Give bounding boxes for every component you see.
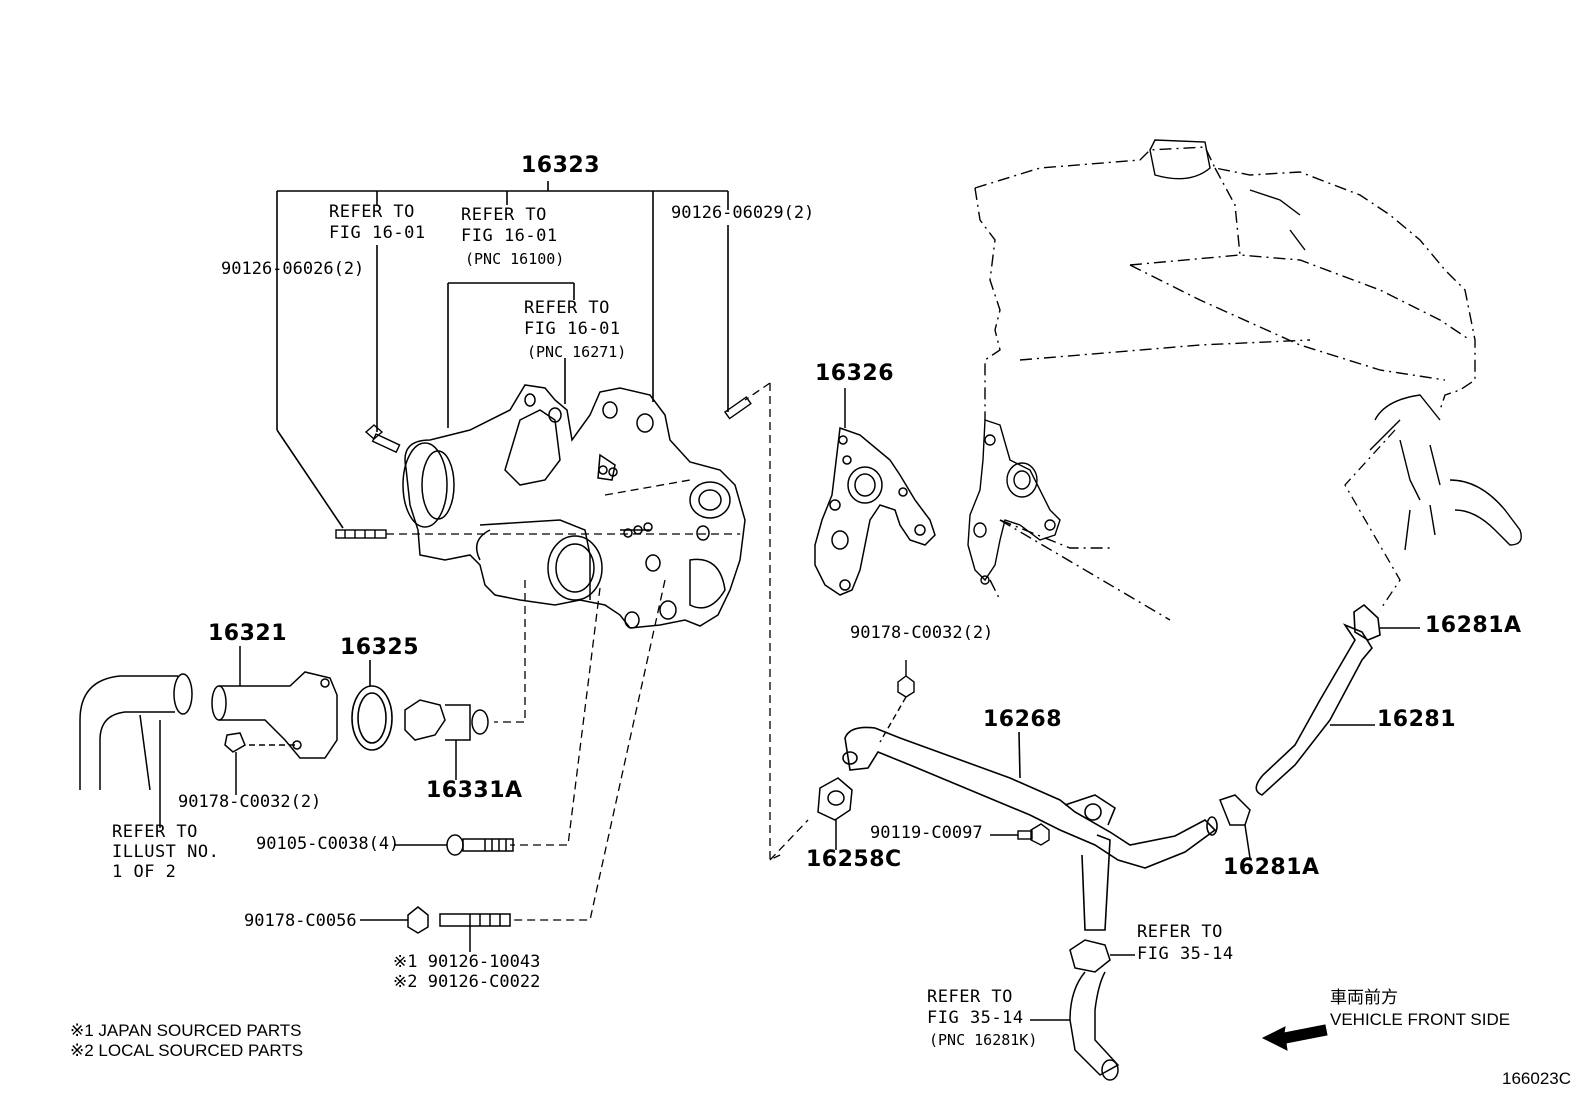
bolt-90105-c0038	[394, 834, 514, 856]
label-16321: 16321	[208, 621, 288, 646]
bracket-16323	[276, 181, 729, 529]
gasket-16326	[814, 388, 936, 596]
engine-block-flange	[967, 419, 1061, 585]
label-16281a-top: 16281A	[1425, 613, 1522, 638]
pump-stud-bolts	[335, 396, 752, 539]
nut-90178-c0056	[360, 906, 429, 934]
label-16258c: 16258C	[806, 847, 902, 872]
thermostat-16331a	[404, 699, 489, 780]
label-90178-c0056: 90178-C0056	[244, 911, 357, 931]
note-local-sourced: ※2 LOCAL SOURCED PARTS	[70, 1041, 304, 1060]
pipe-16268	[842, 726, 1218, 931]
label-90126-10043: ※1 90126-10043	[393, 952, 541, 972]
nut-90178-c0032-right	[879, 660, 915, 743]
label-16331a: 16331A	[426, 778, 523, 803]
label-16323: 16323	[521, 153, 601, 178]
ref5-line2: FIG 35-14	[1137, 944, 1234, 964]
gasket-16258c	[817, 777, 853, 850]
gasket-ring-16325	[351, 660, 393, 751]
label-16268: 16268	[983, 707, 1063, 732]
ref1-line2: FIG 16-01	[329, 223, 426, 243]
label-90126-06026: 90126-06026(2)	[221, 259, 365, 279]
lower-clamp-hose	[1030, 939, 1135, 1081]
label-16281a-bottom: 16281A	[1223, 855, 1320, 880]
label-90126-c0022: ※2 90126-C0022	[393, 972, 541, 992]
ref3-line2: FIG 16-01	[524, 319, 621, 339]
upper-outlet-pipes	[1369, 394, 1522, 551]
ref4-line1: REFER TO	[112, 822, 198, 842]
hose-16281	[1255, 603, 1420, 796]
ref3-line1: REFER TO	[524, 298, 610, 318]
ref2-line1: REFER TO	[461, 205, 547, 225]
inlet-hose	[79, 673, 193, 828]
label-90126-06029: 90126-06029(2)	[671, 203, 815, 223]
ref1-line1: REFER TO	[329, 202, 415, 222]
arrow-vehicle-front	[1261, 1024, 1328, 1051]
label-90105-c0038: 90105-C0038(4)	[256, 834, 400, 854]
upper-dash-leader	[1344, 429, 1401, 611]
note-japan-sourced: ※1 JAPAN SOURCED PARTS	[70, 1021, 302, 1040]
direction-jp: 車両前方	[1330, 988, 1398, 1007]
ref6-line2: FIG 35-14	[927, 1008, 1024, 1028]
ref4-line3: 1 OF 2	[112, 862, 177, 882]
direction-en: VEHICLE FRONT SIDE	[1330, 1010, 1511, 1029]
label-16326: 16326	[815, 361, 895, 386]
ref3-line3: (PNC 16271)	[527, 343, 627, 361]
label-16325: 16325	[340, 635, 420, 660]
label-90178-c0032-right: 90178-C0032(2)	[850, 623, 994, 643]
stud-90126-10043	[439, 913, 511, 952]
pump-dash-leaders	[386, 382, 809, 921]
ref4-line2: ILLUST NO.	[112, 842, 220, 862]
engine-block-outline	[974, 146, 1476, 621]
label-16281: 16281	[1377, 707, 1457, 732]
ref6-line3: (PNC 16281K)	[929, 1031, 1038, 1049]
ref5-line1: REFER TO	[1137, 922, 1223, 942]
ref2-line3: (PNC 16100)	[465, 250, 565, 268]
bolt-90119-c0097	[990, 823, 1050, 846]
label-90178-c0032-left: 90178-C0032(2)	[178, 792, 322, 812]
ref6-line1: REFER TO	[927, 987, 1013, 1007]
figure-id: 166023C	[1502, 1069, 1572, 1088]
clamp-16281a-bottom	[1219, 794, 1251, 859]
water-pump-assembly	[402, 384, 746, 629]
ref2-line2: FIG 16-01	[461, 226, 558, 246]
label-90119-c0097: 90119-C0097	[870, 823, 983, 843]
radiator-tank	[1149, 139, 1306, 251]
water-inlet-16321	[211, 646, 338, 795]
